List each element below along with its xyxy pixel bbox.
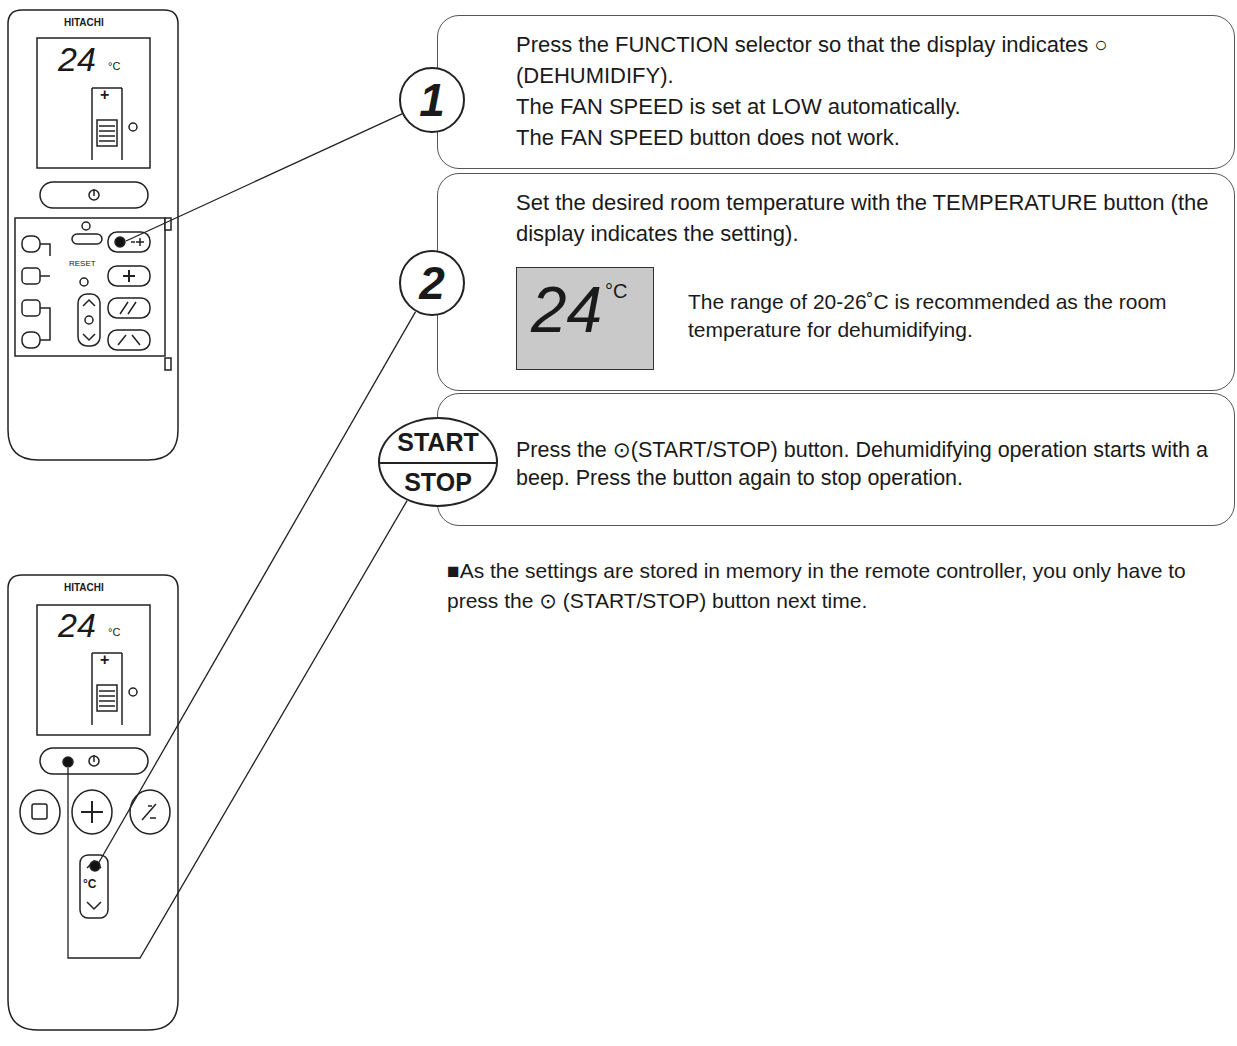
sleep-glyph <box>32 804 47 819</box>
start-stop-badge: STARTSTOP <box>378 417 498 507</box>
leader-line <box>98 312 416 864</box>
drop-icon <box>129 688 137 696</box>
timer-button <box>22 300 40 316</box>
timer-knob <box>85 316 93 324</box>
drop-icon <box>129 123 137 131</box>
brand-name: HITACHI <box>64 582 104 594</box>
fan-glyph <box>123 270 135 282</box>
badge-text: 2 <box>419 256 445 311</box>
step-number: 1 <box>399 67 465 133</box>
remote-part <box>8 10 178 1030</box>
remote-screen <box>37 605 150 735</box>
panel-nub <box>165 218 171 230</box>
fan-icon-lines <box>99 126 115 141</box>
round-button <box>20 790 60 834</box>
remote-screen <box>37 38 150 168</box>
press-dot <box>63 757 73 767</box>
timer-button <box>22 332 40 348</box>
display-reading: °C <box>605 280 627 302</box>
badge-text: 1 <box>419 73 445 128</box>
instruction-text: Set the desired room temperature with th… <box>516 187 1228 249</box>
timer-bracket <box>40 244 50 340</box>
remote-housing <box>8 575 178 1030</box>
clock-icon <box>82 222 90 230</box>
display-digits: 24 <box>58 40 96 79</box>
fan-button <box>108 266 150 286</box>
louver-button <box>108 330 150 350</box>
lcd-display: 24°C <box>516 267 654 370</box>
step-number: 2 <box>399 250 465 316</box>
button-name: °C <box>83 877 96 891</box>
power-icon-line <box>93 189 95 196</box>
instruction-box: Press the ⊙(START/STOP) button. Dehumidi… <box>437 393 1235 526</box>
swing-glyph <box>142 804 156 820</box>
instruction-text: The range of 20-26˚C is recommended as t… <box>688 288 1228 344</box>
fan-icon-lines <box>99 691 115 706</box>
power-icon-line <box>93 755 95 762</box>
clock-button <box>72 234 102 244</box>
swing-button <box>108 298 150 318</box>
instruction-text: The FAN SPEED is set at LOW automaticall… <box>516 91 1222 122</box>
display-unit: °C <box>108 60 120 73</box>
power-icon <box>89 190 99 200</box>
function-button <box>108 232 150 252</box>
function-icons <box>131 238 144 246</box>
fan-glyph <box>81 801 103 823</box>
display-reading: 24 <box>531 274 602 346</box>
leader-line <box>126 114 402 241</box>
instruction-text: Press the FUNCTION selector so that the … <box>516 29 1222 91</box>
swing-glyph <box>120 302 136 314</box>
display-symbol: + <box>100 651 109 669</box>
instruction-text: Press the ⊙(START/STOP) button. Dehumidi… <box>516 436 1222 492</box>
instruction-box: Press the FUNCTION selector so that the … <box>437 15 1235 169</box>
badge-text: STOP <box>404 462 472 502</box>
power-icon <box>89 756 99 766</box>
updown-button <box>78 294 100 346</box>
instruction-box: Set the desired room temperature with th… <box>437 173 1235 391</box>
start-button <box>40 748 148 774</box>
round-button <box>72 790 112 834</box>
leader-line <box>68 501 407 958</box>
press-dot <box>115 237 125 247</box>
button-name: RESET <box>69 259 96 268</box>
chevrons <box>83 300 95 340</box>
start-button <box>40 182 148 208</box>
display-digits: 24 <box>58 606 96 645</box>
brand-name: HITACHI <box>64 17 104 29</box>
remote-housing <box>8 10 178 460</box>
badge-text: START <box>397 422 478 462</box>
mode-button <box>22 236 40 252</box>
fan-icon <box>97 120 117 146</box>
fan-icon <box>97 685 117 711</box>
display-unit: °C <box>108 626 120 639</box>
louver-glyph <box>118 335 140 345</box>
button-panel <box>15 218 165 356</box>
instruction-text: The FAN SPEED button does not work. <box>516 122 1222 153</box>
panel-nub <box>165 358 171 370</box>
badge-divider <box>380 462 496 464</box>
temperature-button <box>80 855 108 918</box>
timer-button <box>22 268 40 284</box>
display-symbol: + <box>100 86 109 104</box>
note: ■As the settings are stored in memory in… <box>447 556 1232 616</box>
reset-button <box>80 278 88 286</box>
